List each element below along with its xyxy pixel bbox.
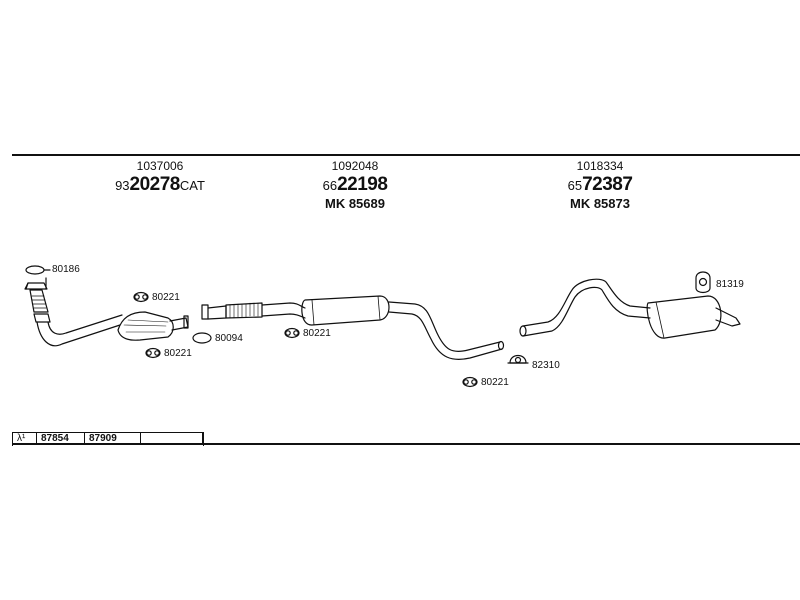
part-label: 80221 — [164, 348, 192, 359]
lambda-symbol: λ¹ — [13, 433, 37, 445]
gasket-80186-icon — [25, 265, 51, 275]
header-part-number: 9320278CAT — [115, 174, 205, 195]
clamp-80221-icon — [145, 347, 161, 359]
header-mk-number: MK 85873 — [570, 196, 630, 211]
ref-cell: 87909 — [85, 433, 141, 445]
section-header-front: 1037006 9320278CAT — [70, 160, 250, 194]
clamp-80221-icon — [133, 291, 149, 303]
clamp-80221-icon — [462, 376, 478, 388]
bracket-82310-icon — [507, 354, 529, 364]
part-label: 81319 — [716, 279, 744, 290]
middle-tailpipe-icon — [388, 301, 505, 360]
catalytic-converter-icon — [117, 311, 189, 341]
top-divider — [12, 154, 800, 156]
part-label: 80094 — [215, 333, 243, 344]
header-code: 1037006 — [136, 159, 184, 173]
part-label: 80186 — [52, 264, 80, 275]
ref-cell: 87854 — [37, 433, 85, 445]
clamp-80221-icon — [284, 327, 300, 339]
part-label: 80221 — [152, 292, 180, 303]
rear-pipe-icon — [519, 278, 651, 337]
rubber-mount-81319-icon — [695, 271, 711, 294]
bottom-divider — [12, 443, 800, 445]
part-label: 80221 — [303, 328, 331, 339]
front-pipe-icon — [24, 277, 123, 347]
middle-pipe-icon — [201, 302, 306, 320]
centre-silencer-icon — [301, 295, 390, 326]
header-part-number: 6622198 — [322, 174, 388, 195]
header-code: 1018334 — [576, 159, 624, 173]
section-header-rear: 1018334 6572387 MK 85873 — [510, 160, 690, 210]
ref-cell — [141, 433, 203, 445]
header-mk-number: MK 85689 — [325, 196, 385, 211]
gasket-80094-icon — [192, 332, 212, 344]
header-code: 1092048 — [331, 159, 379, 173]
rear-silencer-icon — [646, 295, 741, 339]
reference-table: λ¹ 87854 87909 — [12, 432, 204, 446]
section-header-middle: 1092048 6622198 MK 85689 — [265, 160, 445, 210]
part-label: 82310 — [532, 360, 560, 371]
header-part-number: 6572387 — [567, 174, 633, 195]
part-label: 80221 — [481, 377, 509, 388]
